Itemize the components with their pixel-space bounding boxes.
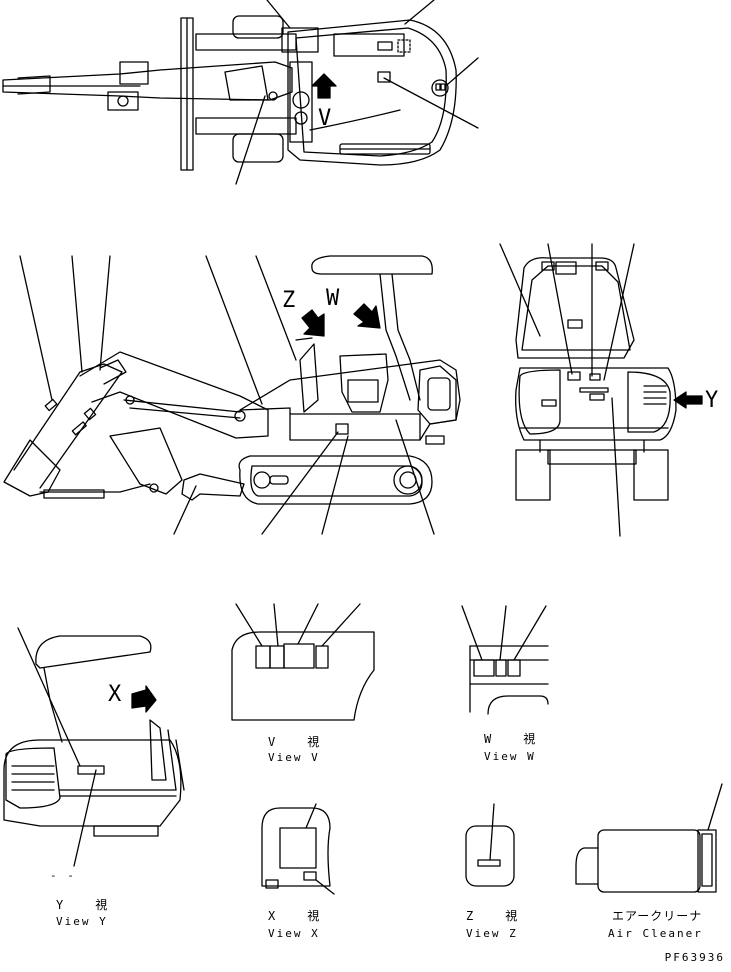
caption-view-y-jp: Y 視 (56, 898, 118, 912)
caption-dash: - - (50, 869, 76, 882)
caption-air-cleaner-en: Air Cleaner (608, 927, 703, 940)
rear-view (499, 243, 703, 537)
caption-view-v-jp: V 視 (268, 735, 330, 749)
caption-air-cleaner-jp: エアークリーナ (612, 909, 703, 923)
caption-view-y-en: View Y (56, 915, 108, 928)
top-view (2, 0, 479, 185)
marker-w: W (326, 286, 340, 311)
air-cleaner-drawing (575, 783, 723, 893)
view-z-drawing (465, 803, 515, 887)
view-w-drawing (461, 605, 549, 715)
caption-view-z-en: View Z (466, 927, 518, 940)
drawing-reference-number: PF63936 (664, 951, 725, 964)
marker-y: Y (705, 388, 719, 413)
view-v-drawing (231, 603, 375, 721)
marker-v-top: V (318, 106, 332, 131)
view-y-drawing (3, 627, 185, 867)
marker-x: X (108, 682, 122, 707)
marker-z: Z (282, 288, 296, 313)
caption-view-z-jp: Z 視 (466, 909, 528, 923)
caption-view-w-en: View W (484, 750, 536, 763)
side-view (3, 255, 461, 535)
caption-view-x-en: View X (268, 927, 320, 940)
caption-view-w-jp: W 視 (484, 732, 546, 746)
view-x-drawing (261, 803, 335, 895)
caption-view-x-jp: X 視 (268, 909, 330, 923)
caption-view-v-en: View V (268, 751, 320, 764)
